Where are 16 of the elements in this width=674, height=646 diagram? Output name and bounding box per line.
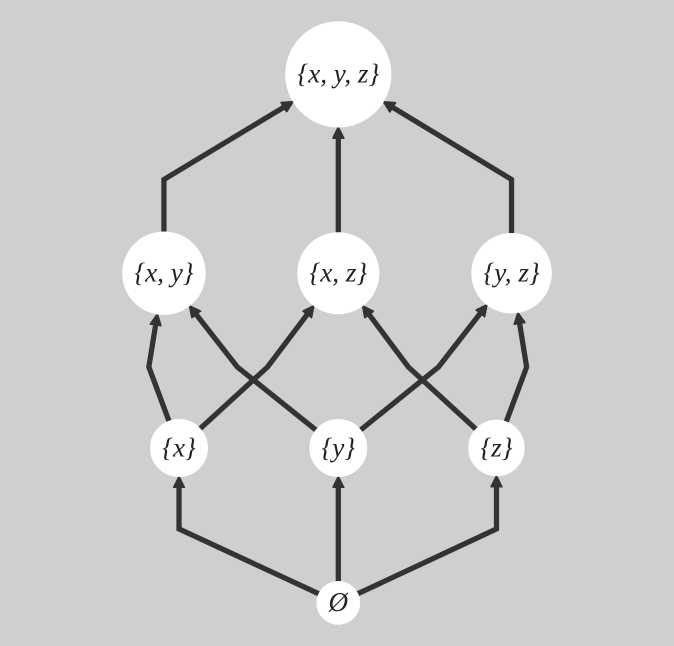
- node-circle: {x, z}: [297, 232, 380, 314]
- node-circle: {x, y}: [122, 232, 206, 315]
- node-circle: {z}: [468, 420, 525, 476]
- arrow: [172, 476, 320, 596]
- arrow: [332, 476, 345, 582]
- arrow: [504, 312, 530, 424]
- node-circle: {x}: [150, 419, 208, 477]
- node-circle: Ø: [316, 580, 360, 625]
- arrow: [332, 126, 345, 233]
- arrow: [382, 100, 514, 234]
- arrow: [161, 100, 294, 232]
- arrow: [356, 474, 504, 596]
- node-circle: {y, z}: [471, 232, 552, 314]
- arrow: [146, 313, 172, 422]
- node-circle: {y}: [309, 419, 368, 477]
- node-circle: {x, y, z}: [285, 21, 392, 128]
